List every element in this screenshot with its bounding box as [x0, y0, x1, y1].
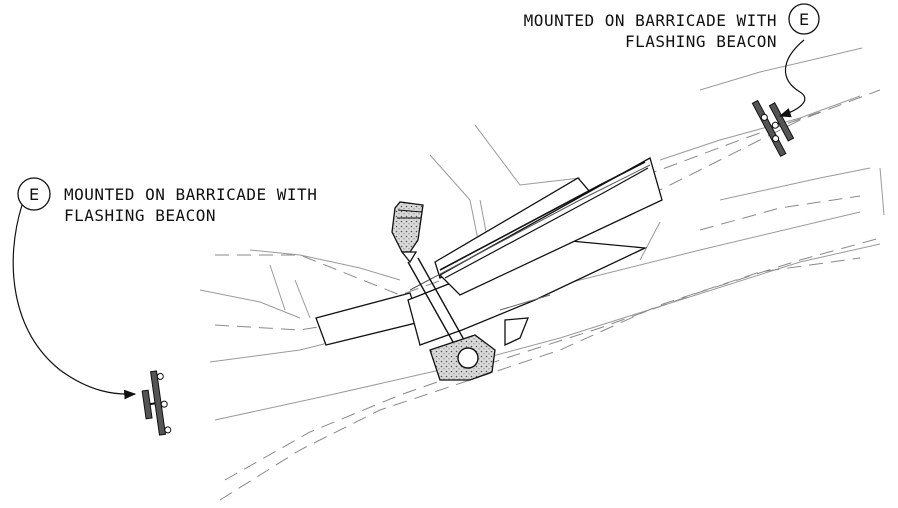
- callout-right-bubble: [788, 3, 820, 35]
- deck-beam: [438, 157, 663, 296]
- bridge-structure: [315, 157, 663, 381]
- leader-arrow-right: [778, 39, 806, 118]
- callout-right: MOUNTED ON BARRICADE WITH FLASHING BEACO…: [524, 3, 820, 51]
- abutment-slab: [315, 292, 421, 346]
- callout-right-line2: FLASHING BEACON: [625, 32, 777, 51]
- callout-left-bubble-letter: E: [29, 185, 39, 204]
- callout-left: E MOUNTED ON BARRICADE WITH FLASHING BEA…: [17, 177, 317, 225]
- upper-footing: [391, 201, 424, 253]
- callout-right-line1: MOUNTED ON BARRICADE WITH: [524, 11, 777, 30]
- callout-right-bubble-letter: E: [799, 10, 809, 29]
- callout-left-bubble: [17, 177, 51, 211]
- barricade-right: [751, 99, 795, 158]
- pivot-circle: [457, 347, 479, 369]
- callout-left-line1: MOUNTED ON BARRICADE WITH: [64, 185, 317, 204]
- small-pier: [504, 317, 529, 347]
- barricade-left: [141, 370, 172, 436]
- callout-left-line2: FLASHING BEACON: [64, 206, 216, 225]
- leader-arrow-left: [12, 204, 137, 400]
- road-edge-lines: [199, 47, 885, 421]
